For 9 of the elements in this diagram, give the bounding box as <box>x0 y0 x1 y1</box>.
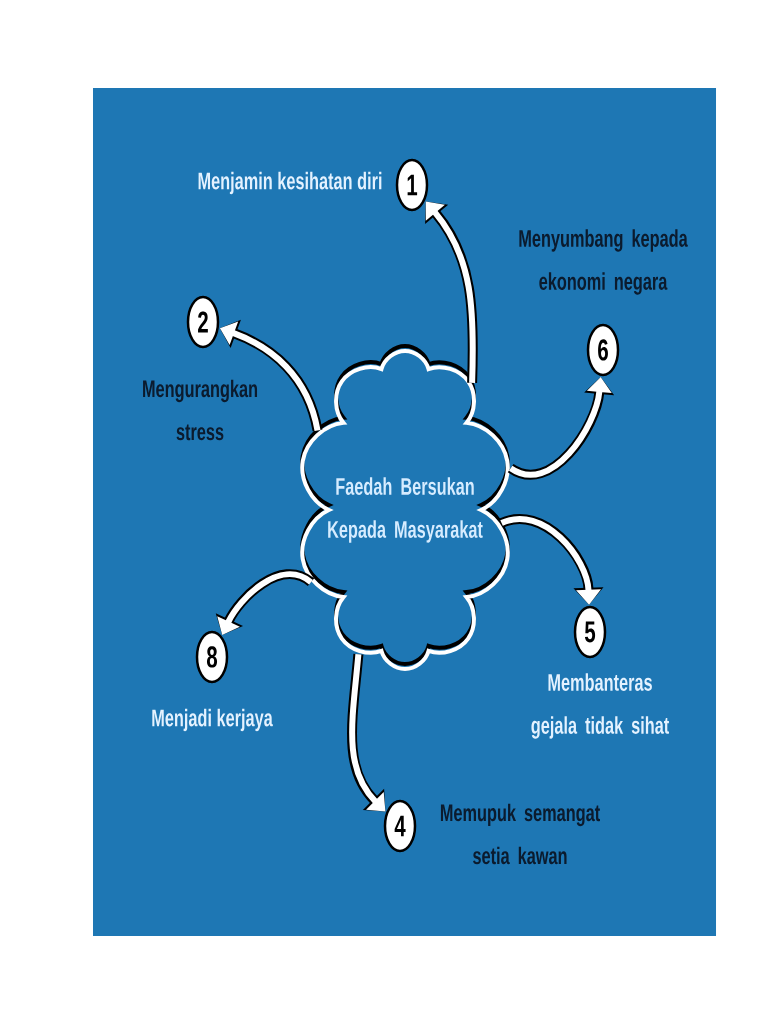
node-label: Membanteras gejala tidak sihat <box>531 673 670 739</box>
node-label: Menyumbang kepada ekonomi negara <box>519 229 688 295</box>
curved-arrow <box>425 201 478 383</box>
cloud: Faedah Bersukan Kepada Masyarakat <box>300 344 510 671</box>
node-label: Mengurangkan stress <box>143 379 257 441</box>
curved-arrow <box>347 653 386 812</box>
node-label: Menjadi kerjaya <box>152 708 273 732</box>
node-label: Menjamin kesihatan diri <box>198 171 382 195</box>
node-label: Memupuk semangat setia kawan <box>440 803 600 865</box>
